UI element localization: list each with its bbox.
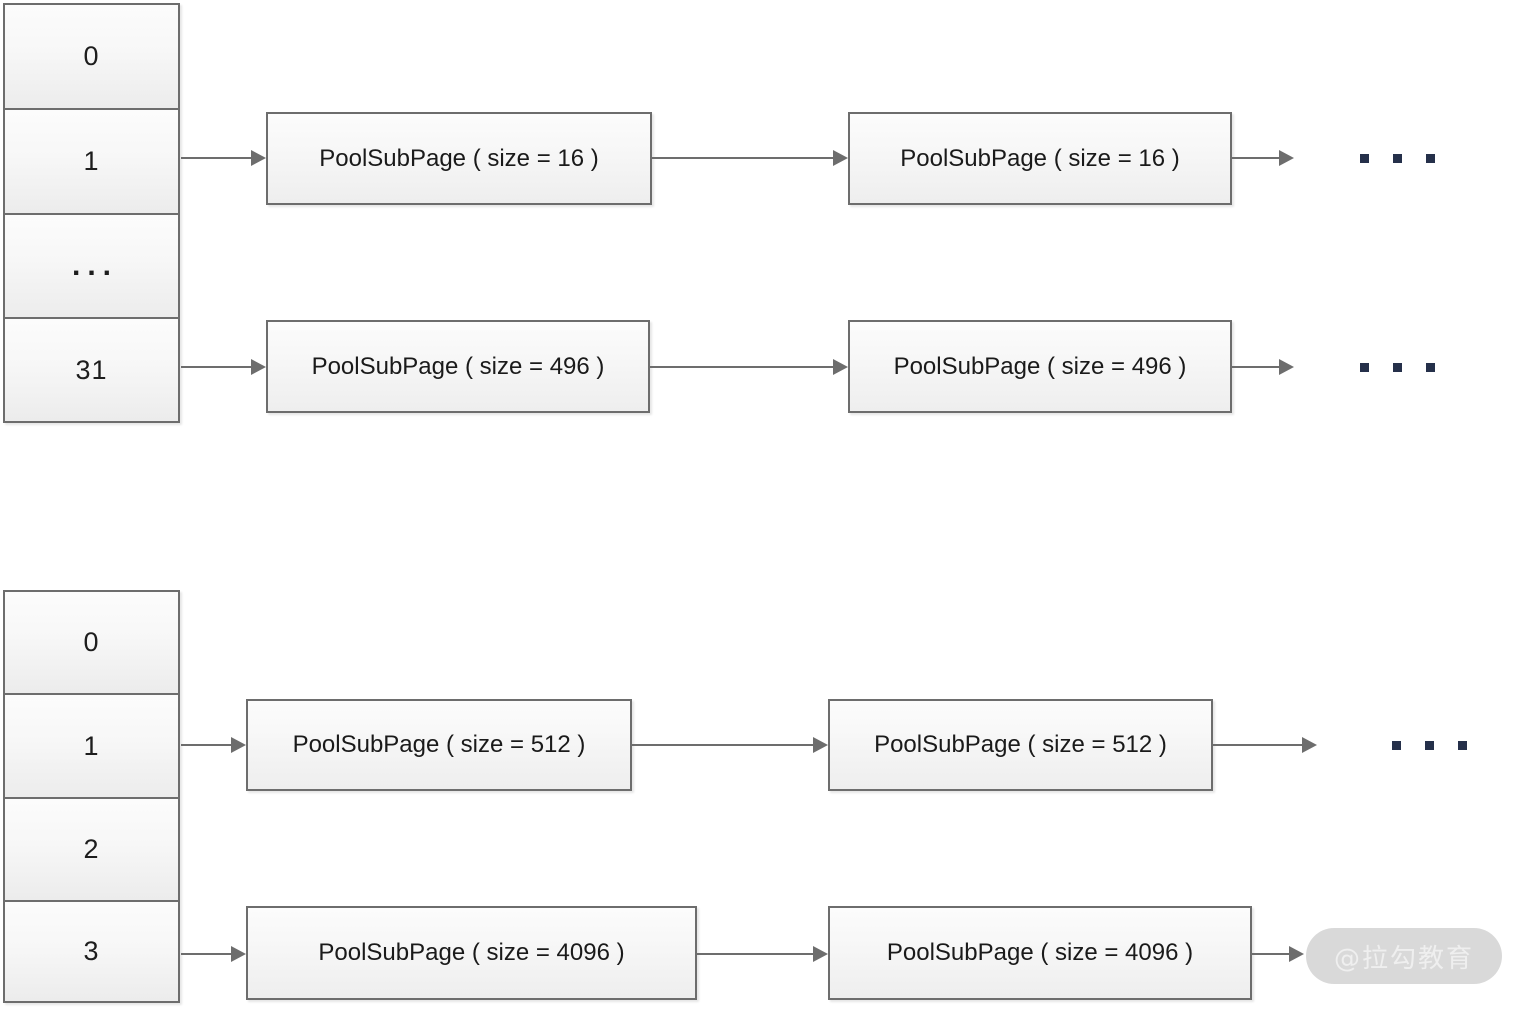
pool-subpage-node[interactable]: PoolSubPage ( size = 496 ) bbox=[266, 320, 650, 413]
arrowhead bbox=[231, 946, 246, 962]
index-cell[interactable]: 3 bbox=[5, 902, 178, 1001]
edge-node2-to-ellipsis bbox=[1232, 366, 1279, 368]
pool-subpage-node[interactable]: PoolSubPage ( size = 4096 ) bbox=[828, 906, 1252, 1000]
arrowhead bbox=[1302, 737, 1317, 753]
chain-ellipsis bbox=[1360, 363, 1435, 372]
arrowhead bbox=[833, 150, 848, 166]
edge-index1-to-node1 bbox=[181, 157, 251, 159]
edge-index31-to-node1 bbox=[181, 366, 251, 368]
chain-ellipsis bbox=[1360, 154, 1435, 163]
arrowhead bbox=[1279, 359, 1294, 375]
ellipsis-dot bbox=[1360, 363, 1369, 372]
arrowhead bbox=[813, 946, 828, 962]
edge-node1-to-node2 bbox=[632, 744, 813, 746]
arrowhead bbox=[251, 359, 266, 375]
chain-ellipsis bbox=[1392, 741, 1467, 750]
ellipsis-dot bbox=[1392, 741, 1401, 750]
index-cell[interactable]: 0 bbox=[5, 592, 178, 695]
ellipsis-dot bbox=[1393, 154, 1402, 163]
ellipsis-dot bbox=[1458, 741, 1467, 750]
arrowhead bbox=[1279, 150, 1294, 166]
ellipsis-dot bbox=[1426, 363, 1435, 372]
edge-index1-to-node1 bbox=[181, 744, 231, 746]
index-cell[interactable]: 1 bbox=[5, 110, 178, 215]
arrowhead bbox=[251, 150, 266, 166]
arrowhead bbox=[231, 737, 246, 753]
index-cell[interactable]: 1 bbox=[5, 695, 178, 799]
index-table-tiny: 0 1 ... 31 bbox=[3, 3, 180, 423]
pool-subpage-node[interactable]: PoolSubPage ( size = 512 ) bbox=[828, 699, 1213, 791]
edge-node1-to-node2 bbox=[697, 953, 813, 955]
pool-subpage-node[interactable]: PoolSubPage ( size = 16 ) bbox=[266, 112, 652, 205]
edge-node2-to-ellipsis bbox=[1232, 157, 1279, 159]
arrowhead bbox=[1289, 946, 1304, 962]
watermark-badge: @拉勾教育 bbox=[1306, 928, 1502, 984]
index-cell[interactable]: 2 bbox=[5, 799, 178, 902]
edge-node1-to-node2 bbox=[652, 157, 833, 159]
index-cell[interactable]: 31 bbox=[5, 319, 178, 421]
pool-subpage-node[interactable]: PoolSubPage ( size = 16 ) bbox=[848, 112, 1232, 205]
index-cell-ellipsis: ... bbox=[5, 215, 178, 319]
pool-subpage-node[interactable]: PoolSubPage ( size = 4096 ) bbox=[246, 906, 697, 1000]
pool-subpage-node[interactable]: PoolSubPage ( size = 496 ) bbox=[848, 320, 1232, 413]
edge-node1-to-node2 bbox=[650, 366, 833, 368]
ellipsis-dot bbox=[1360, 154, 1369, 163]
ellipsis-dot bbox=[1426, 154, 1435, 163]
index-table-small: 0 1 2 3 bbox=[3, 590, 180, 1003]
edge-node2-to-ellipsis bbox=[1213, 744, 1302, 746]
ellipsis-dot bbox=[1393, 363, 1402, 372]
arrowhead bbox=[813, 737, 828, 753]
arrowhead bbox=[833, 359, 848, 375]
edge-node2-to-ellipsis bbox=[1252, 953, 1289, 955]
pool-subpage-node[interactable]: PoolSubPage ( size = 512 ) bbox=[246, 699, 632, 791]
edge-index3-to-node1 bbox=[181, 953, 231, 955]
index-cell[interactable]: 0 bbox=[5, 5, 178, 110]
ellipsis-dot bbox=[1425, 741, 1434, 750]
